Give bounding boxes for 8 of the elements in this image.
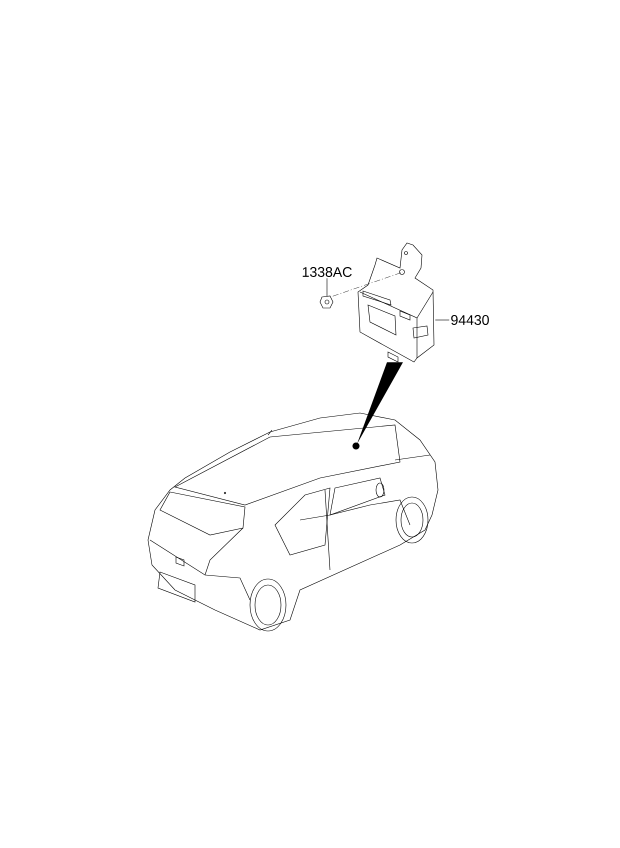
module-drawing	[358, 242, 434, 362]
nut-drawing	[320, 296, 334, 308]
part-number: 94430	[451, 315, 489, 325]
assembly-line	[332, 272, 404, 296]
leader-line	[326, 278, 328, 296]
part-number: 1338AC	[302, 267, 352, 277]
car-drawing	[148, 412, 438, 632]
location-pointer	[352, 362, 403, 450]
